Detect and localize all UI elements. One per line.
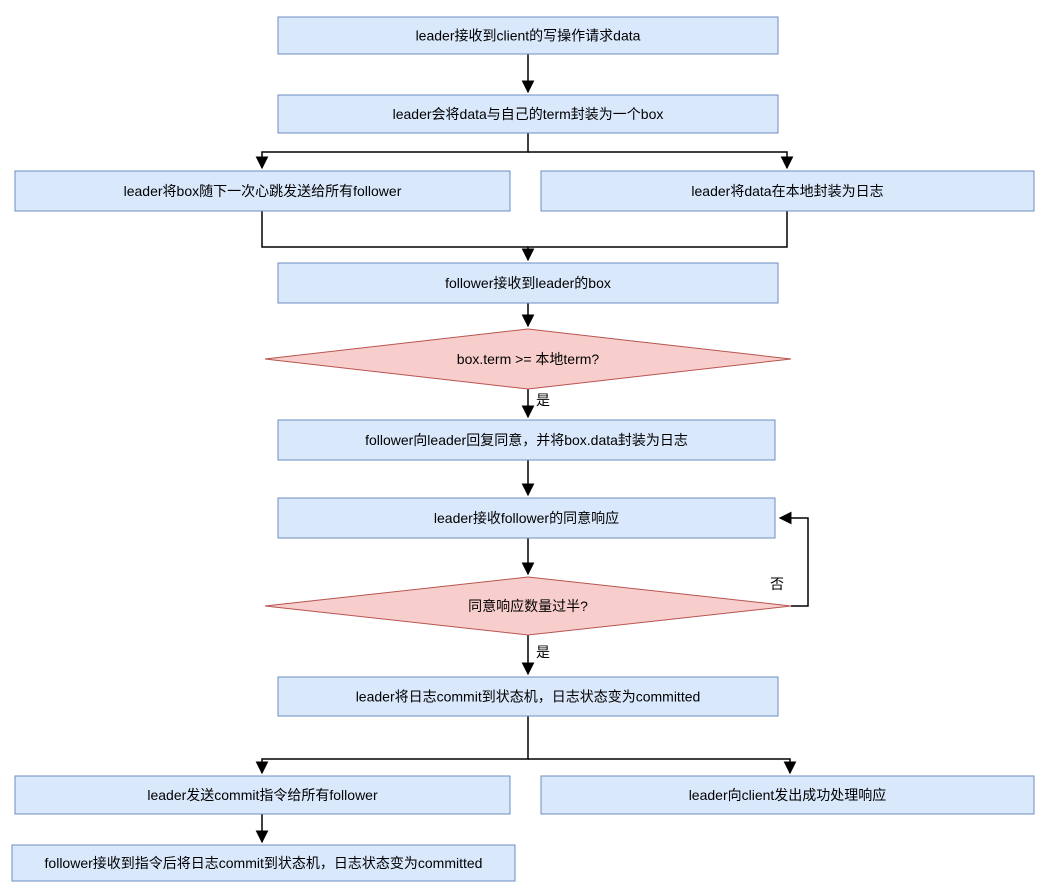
node-leader-wraps-data-as-local-log-label: leader将data在本地封装为日志 <box>691 183 883 199</box>
edge-heartbeat-merge <box>261 211 528 248</box>
node-leader-commits-log: leader将日志commit到状态机，日志状态变为committed <box>277 676 779 717</box>
edge-label-yes-term-check: 是 <box>536 392 550 408</box>
edge-commit-to-client-response <box>528 758 797 775</box>
edge-local-log-merge-to-follower-receive <box>521 211 788 262</box>
node-leader-receives-agree-responses: leader接收follower的同意响应 <box>277 497 776 539</box>
node-follower-commits-log-shape <box>11 844 516 882</box>
edge-commit-to-send-commit <box>255 716 529 775</box>
node-leader-receives-agree-responses-label: leader接收follower的同意响应 <box>434 510 619 526</box>
node-leader-receives-client-write-request-shape <box>277 16 779 55</box>
edge-label-yes-majority: 是 <box>536 644 550 660</box>
edge-label-no-majority: 否 <box>770 576 784 592</box>
node-leader-sends-commit-to-followers-shape <box>14 775 511 815</box>
node-follower-commits-log-label: follower接收到指令后将日志commit到状态机，日志状态变为commit… <box>45 855 483 871</box>
node-follower-replies-agree-and-logs: follower向leader回复同意，并将box.data封装为日志 <box>277 419 776 461</box>
node-leader-sends-box-with-heartbeat-label: leader将box随下一次心跳发送给所有follower <box>124 183 402 199</box>
decision-majority-agree-shape <box>264 576 792 636</box>
node-leader-responds-client-success-label: leader向client发出成功处理响应 <box>689 787 887 803</box>
edge-wrap-box-to-heartbeat <box>255 133 529 170</box>
node-follower-receives-box: follower接收到leader的box <box>277 262 779 304</box>
node-follower-receives-box-shape <box>277 262 779 304</box>
node-leader-responds-client-success-shape <box>540 775 1035 815</box>
node-leader-commits-log-label: leader将日志commit到状态机，日志状态变为committed <box>356 689 701 705</box>
node-leader-wraps-data-as-local-log: leader将data在本地封装为日志 <box>540 170 1035 212</box>
node-follower-replies-agree-and-logs-label: follower向leader回复同意，并将box.data封装为日志 <box>365 432 688 448</box>
node-leader-wraps-data-term-into-box: leader会将data与自己的term封装为一个box <box>277 94 779 134</box>
node-leader-responds-client-success: leader向client发出成功处理响应 <box>540 775 1035 815</box>
node-leader-wraps-data-term-into-box-shape <box>277 94 779 134</box>
node-leader-wraps-data-as-local-log-shape <box>540 170 1035 212</box>
node-leader-sends-box-with-heartbeat: leader将box随下一次心跳发送给所有follower <box>14 170 511 212</box>
node-leader-wraps-data-term-into-box-label: leader会将data与自己的term封装为一个box <box>393 106 664 122</box>
node-leader-receives-client-write-request: leader接收到client的写操作请求data <box>277 16 779 55</box>
node-leader-sends-commit-to-followers: leader发送commit指令给所有follower <box>14 775 511 815</box>
edge-wrap-box-to-local-log <box>528 151 794 170</box>
decision-box-term-vs-local-term: box.term >= 本地term? <box>264 328 792 390</box>
node-follower-receives-box-label: follower接收到leader的box <box>445 275 611 291</box>
decision-box-term-vs-local-term-shape <box>264 328 792 390</box>
edge-majority-no-loop <box>778 511 809 607</box>
node-leader-sends-box-with-heartbeat-shape <box>14 170 511 212</box>
decision-majority-agree: 同意响应数量过半? <box>264 576 792 636</box>
node-follower-replies-agree-and-logs-shape <box>277 419 776 461</box>
node-leader-sends-commit-to-followers-label: leader发送commit指令给所有follower <box>147 787 378 803</box>
node-leader-receives-client-write-request-label: leader接收到client的写操作请求data <box>416 28 641 44</box>
decision-majority-agree-label: 同意响应数量过半? <box>468 598 588 614</box>
node-leader-commits-log-shape <box>277 676 779 717</box>
node-follower-commits-log: follower接收到指令后将日志commit到状态机，日志状态变为commit… <box>11 844 516 882</box>
decision-box-term-vs-local-term-label: box.term >= 本地term? <box>457 351 600 367</box>
node-leader-receives-agree-responses-shape <box>277 497 776 539</box>
